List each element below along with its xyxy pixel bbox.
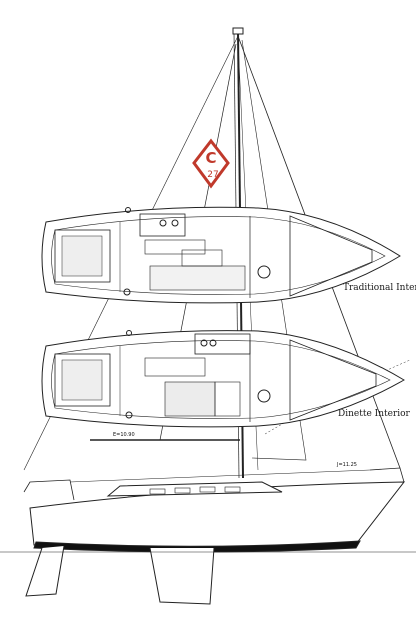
stern-pulpit: [23, 479, 75, 501]
j-dimension-label: J=11.25: [337, 462, 357, 468]
cabin-top: [106, 481, 283, 497]
lifeline: [69, 469, 371, 483]
v-berth: [289, 339, 377, 421]
cockpit: [54, 229, 111, 283]
dinette-seat: [214, 381, 241, 417]
profile-view: [0, 439, 416, 605]
dinette: [164, 381, 216, 417]
sink-1: [159, 219, 167, 227]
sink-2: [171, 219, 179, 227]
e-dimension-label: E=10.90: [113, 432, 135, 438]
jib: [241, 39, 307, 461]
settee: [144, 357, 206, 377]
v-berth: [289, 215, 373, 297]
plan-traditional: [41, 206, 401, 304]
rudder: [25, 545, 65, 597]
hull-outline: [41, 206, 401, 304]
logo-diamond: [192, 138, 230, 189]
inner-hull: [51, 216, 386, 295]
class-logo: C 27: [192, 138, 230, 189]
logo-number: 27: [207, 170, 218, 180]
settee-starboard: [149, 265, 246, 291]
settee-port: [144, 239, 206, 255]
traditional-interior-label: Traditional Interior: [343, 283, 416, 293]
boot-stripe: [33, 540, 361, 553]
inner-hull: [51, 340, 391, 419]
table: [181, 249, 223, 267]
dinette-interior-label: Dinette Interior: [338, 409, 410, 419]
logo-letter: C: [205, 149, 216, 167]
masthead: [232, 27, 244, 35]
galley: [139, 213, 186, 237]
hull-outline: [41, 330, 405, 428]
keel: [149, 547, 215, 605]
plan-dinette: [41, 330, 405, 428]
cockpit-seat: [61, 235, 103, 277]
cockpit-seat: [61, 359, 103, 401]
cockpit: [54, 353, 111, 407]
head: [257, 265, 271, 279]
head: [257, 389, 271, 403]
bow-pulpit: [369, 467, 405, 483]
